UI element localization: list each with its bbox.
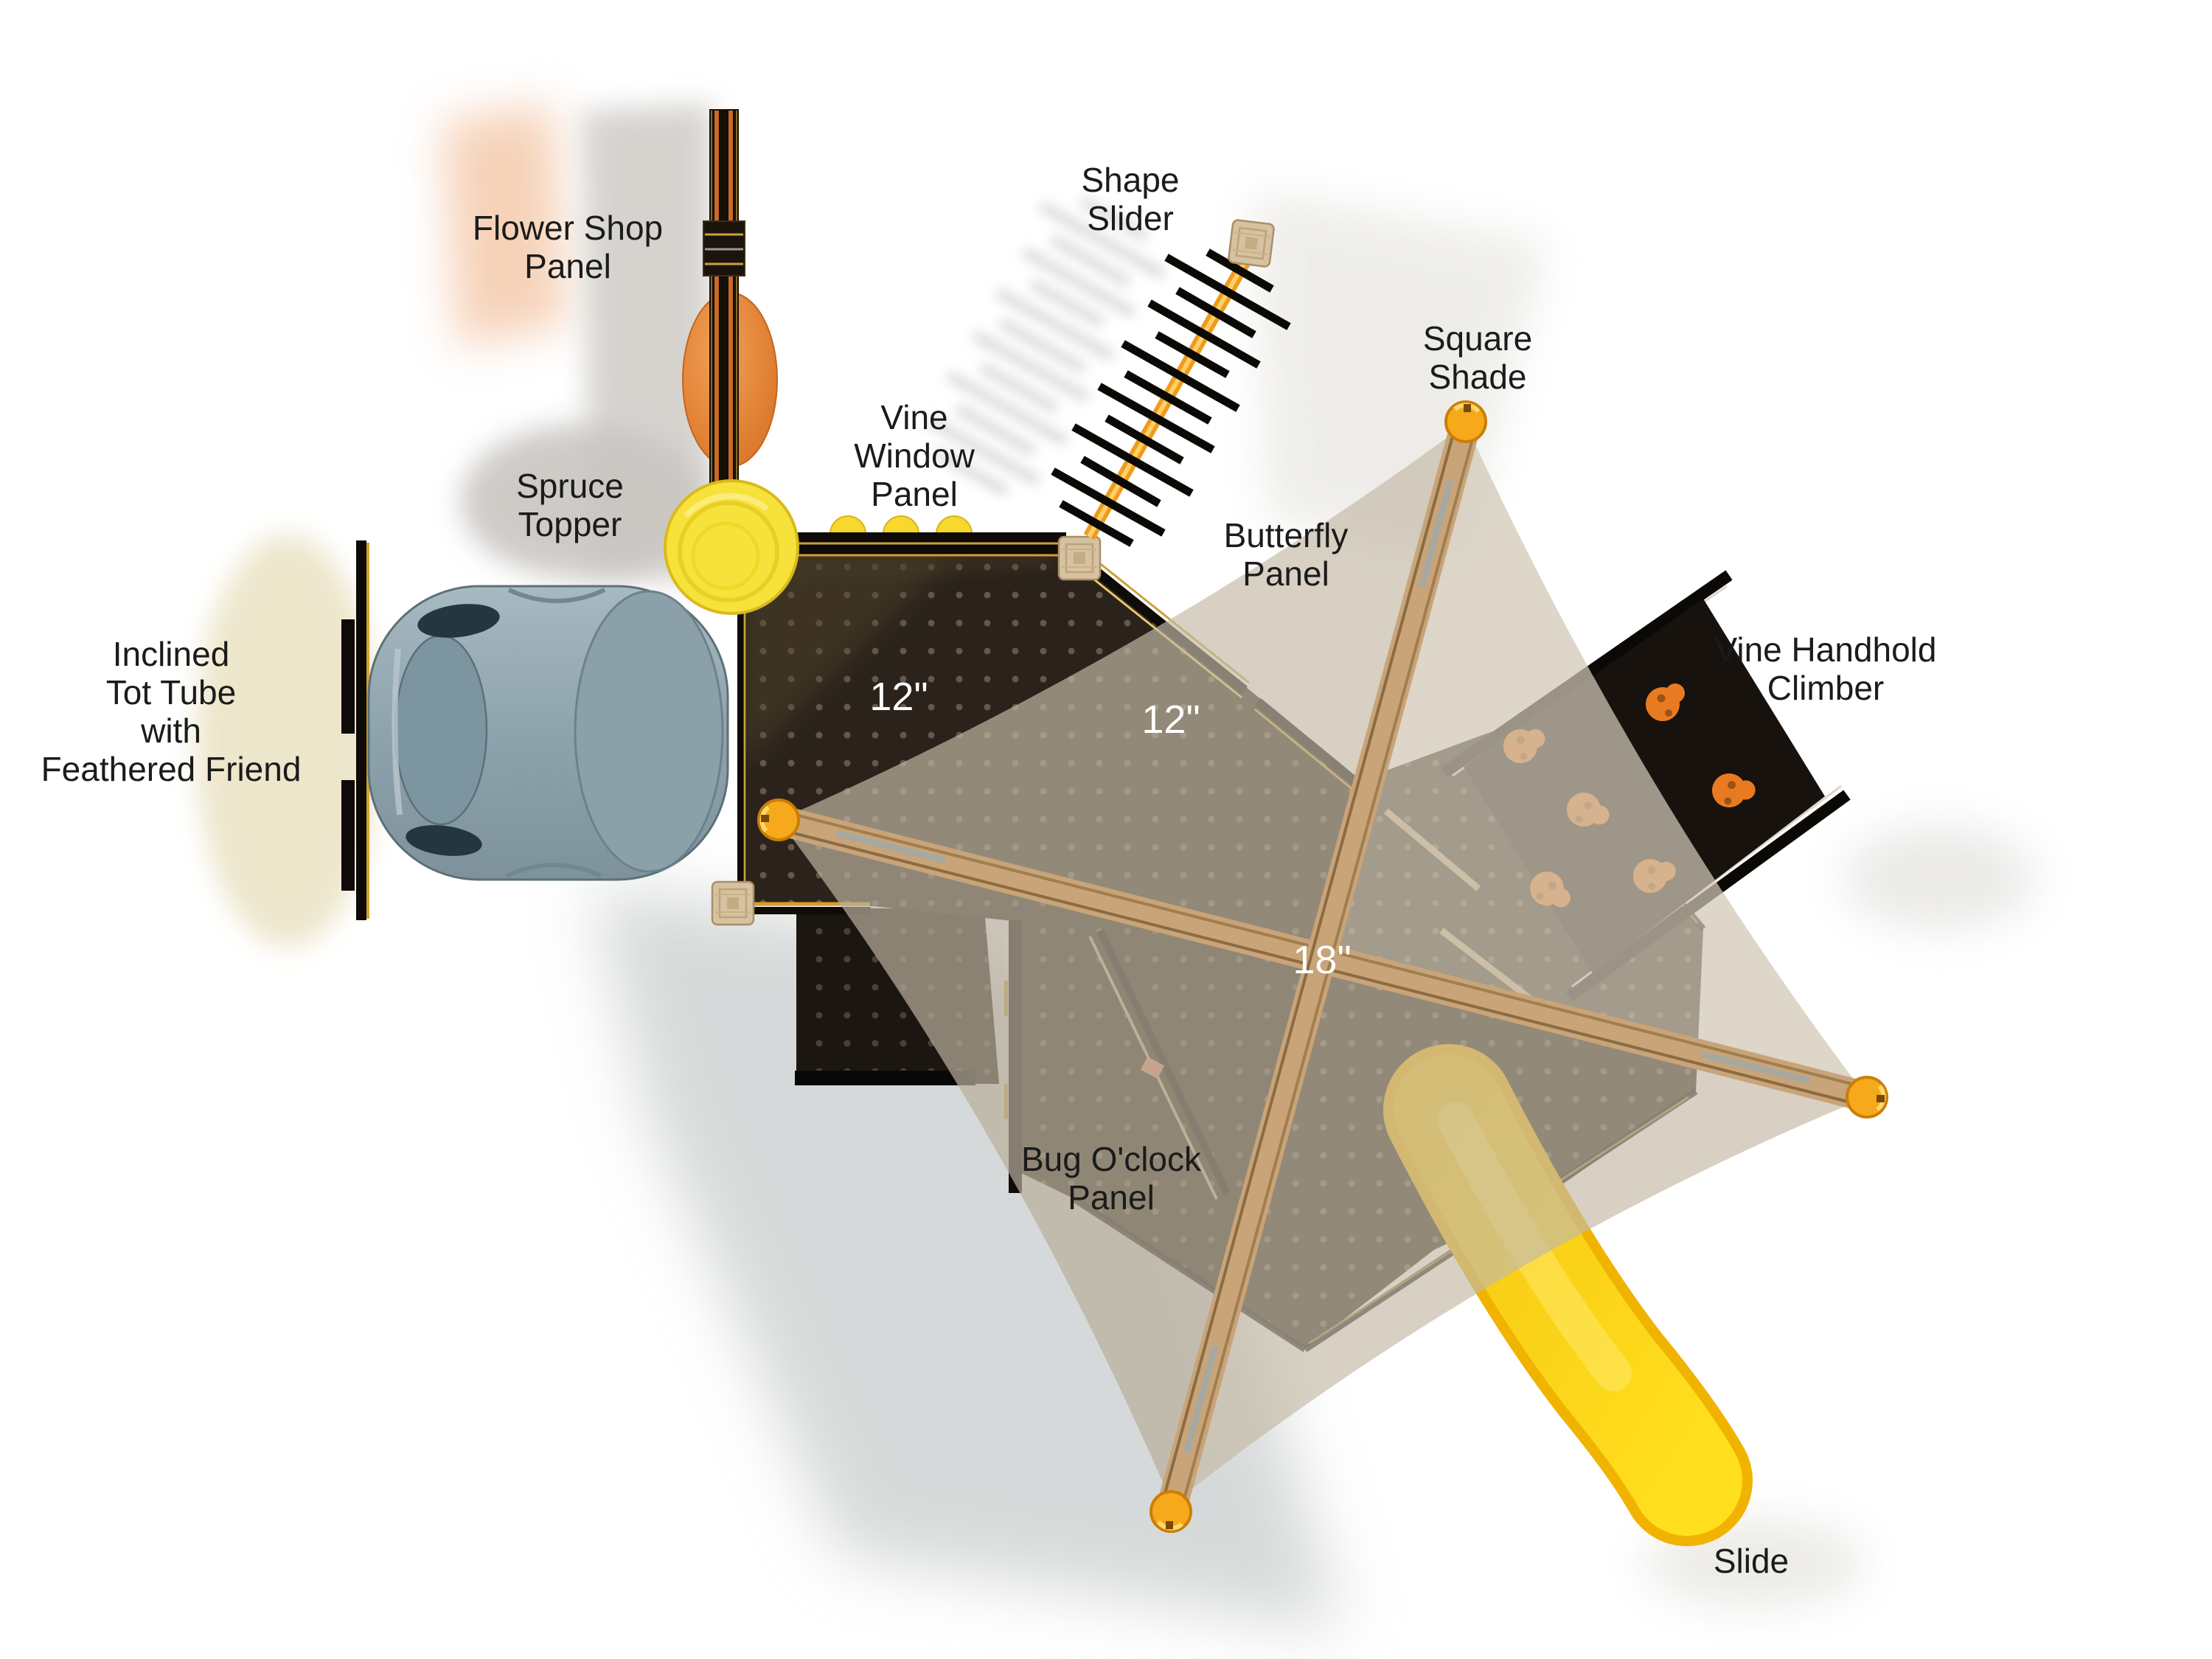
label-spruce-topper-line1: Spruce: [516, 467, 624, 505]
label-flower-shop-panel: Flower Shop Panel: [473, 209, 663, 285]
tube-seam-top: [507, 588, 606, 603]
shape-slider-ladder-shadow: [925, 195, 1166, 497]
shade-post-bottom: [1151, 1492, 1191, 1531]
label-flower-shop-line1: Flower Shop: [473, 209, 663, 247]
label-vine-window-line1: Vine: [880, 398, 947, 437]
label-spruce-topper: Spruce Topper: [516, 467, 624, 543]
label-flower-shop-line2: Panel: [524, 247, 611, 285]
fabric-highlight-triangle: [1320, 424, 1867, 1097]
label-spruce-topper-line2: Topper: [518, 505, 622, 543]
shade-post-top: [1446, 402, 1486, 442]
flower-shop-panel: [682, 109, 778, 549]
label-shape-slider: Shape Slider: [1081, 161, 1179, 237]
label-vine-handhold-line2: Climber: [1767, 669, 1884, 707]
label-square-shade: Square Shade: [1423, 319, 1532, 396]
deck-bottom-edge: [740, 907, 871, 914]
label-vine-window-panel: Vine Window Panel: [854, 398, 975, 513]
beam-v-rod-bottom: [1183, 1345, 1219, 1455]
tube-highlight: [392, 648, 403, 815]
shape-slider: [1051, 218, 1291, 547]
label-vine-window-line3: Panel: [871, 475, 958, 513]
label-tot-tube-line4: Feathered Friend: [41, 750, 302, 788]
deck-sun-streak: [740, 543, 966, 767]
label-vine-window-line2: Window: [854, 437, 975, 475]
deck-left-edge: [737, 543, 743, 908]
label-slide: Slide: [1714, 1542, 1789, 1580]
label-shape-slider-line1: Shape: [1081, 161, 1179, 199]
beam-h-rod-right: [1700, 1051, 1811, 1085]
annotation-labels: Flower Shop Panel Shape Slider Square Sh…: [41, 161, 1937, 1580]
slider-rungs: [1051, 248, 1291, 547]
label-butterfly-line2: Panel: [1242, 554, 1329, 593]
label-bug-oclock-line1: Bug O'clock: [1021, 1140, 1202, 1178]
shade-post-right: [1847, 1077, 1887, 1117]
label-tot-tube-line1: Inclined: [113, 635, 230, 673]
inclined-tot-tube: [341, 540, 729, 920]
measurement-upper-deck: 12": [869, 675, 928, 719]
label-bug-oclock-line2: Panel: [1068, 1178, 1155, 1217]
under-deck-edge: [795, 1071, 975, 1085]
label-tot-tube-line2: Tot Tube: [106, 673, 236, 712]
vine-window-panel-edge: [740, 515, 1068, 557]
label-butterfly-line1: Butterfly: [1224, 516, 1349, 554]
measurement-lower-deck: 18": [1293, 938, 1351, 982]
label-shape-slider-line2: Slider: [1087, 199, 1174, 237]
label-butterfly-panel: Butterfly Panel: [1224, 516, 1349, 593]
label-vine-handhold-climber: Vine Handhold Climber: [1715, 630, 1937, 707]
label-bug-oclock-panel: Bug O'clock Panel: [1021, 1140, 1202, 1217]
spruce-topper: [664, 479, 799, 615]
tube-entry-wall: [356, 540, 366, 920]
shade-frame: [759, 402, 1887, 1531]
shade-post-left: [759, 800, 799, 840]
tube-bulge: [574, 590, 724, 873]
topper-shadow: [461, 424, 704, 579]
label-inclined-tot-tube: Inclined Tot Tube with Feathered Friend: [41, 635, 302, 788]
tot-tube-shadow: [195, 535, 380, 947]
beam-v-edge-right: [1180, 431, 1476, 1511]
flower-panel-peach-shadow: [442, 103, 568, 347]
label-square-shade-line1: Square: [1423, 319, 1532, 358]
label-vine-handhold-line1: Vine Handhold: [1715, 630, 1937, 669]
wall-post-1: [341, 619, 355, 734]
tube-opening-top: [417, 604, 500, 638]
flower-wall-edge: [709, 109, 739, 549]
label-square-shade-line2: Shade: [1428, 358, 1526, 396]
climber-shadow: [1843, 826, 2035, 929]
shade-beam-vertical: [1156, 420, 1481, 1514]
fabric-shade-triangle: [779, 820, 1320, 1504]
wall-post-2: [341, 780, 355, 891]
beam-v-rod-top: [1418, 479, 1454, 589]
beam-h-rod-left: [835, 830, 947, 864]
topper-highlight: [683, 493, 769, 518]
tube-seam-bottom: [506, 863, 602, 878]
tube-opening-bottom: [406, 825, 482, 856]
tube-entry-ring: [394, 634, 488, 826]
beam-v-edge-left: [1161, 425, 1457, 1505]
label-tot-tube-line3: with: [140, 712, 201, 750]
measurement-mid-deck: 12": [1141, 698, 1200, 742]
